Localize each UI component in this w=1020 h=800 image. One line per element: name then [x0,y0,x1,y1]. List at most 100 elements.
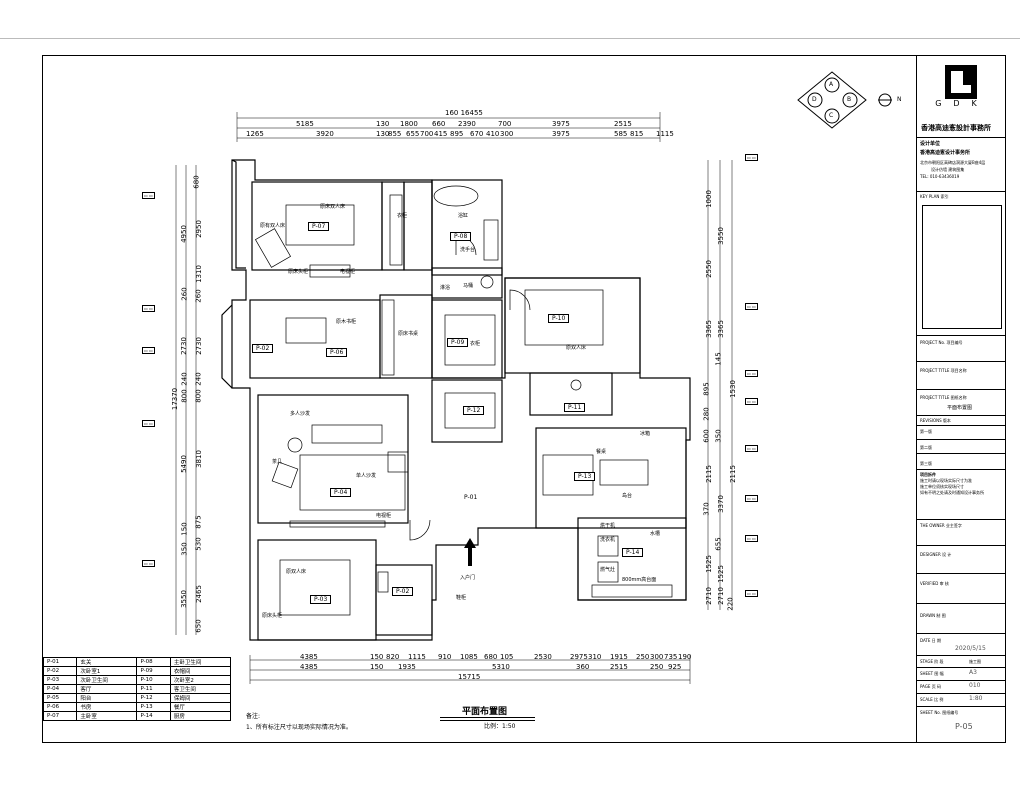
drawing-title: 平面布置图 [462,707,508,717]
dim-right-in-2: 3365 [704,320,713,338]
dim-left-in-3: 1310 [194,265,203,283]
note-washer: 洗衣机 [600,537,616,543]
firm-name: 香港高迪愙設計事務所 [921,124,991,132]
dim-bottom2-6: 2515 [610,663,628,671]
dim-left-in-8: 3810 [194,450,203,468]
dim-left-in-9: 875 [194,515,203,529]
dim-right-10: 2710 [716,587,725,605]
dim-left-8: 350 [180,542,189,556]
dim-top2-12: 3975 [552,130,570,138]
dim-bottom-3: 820 [386,653,400,661]
note-desk3: 原床头柜 [262,613,283,619]
dim-right-in-3: 895 [702,382,711,396]
notes-title: 备注: [246,713,261,720]
tb-note-3: 如有不明之处请及时通知设计事务所 [920,490,984,495]
dim-bottom-13: 250 [636,653,650,661]
dim-right-5: 1530 [728,380,737,398]
note-bathtub: 浴缸 [458,213,469,219]
dim-left-in-6: 240 [194,372,203,386]
dim-left-in-1: 680 [192,175,201,189]
dim-bottom-2: 150 [370,653,384,661]
dim-right-3: 3365 [716,320,725,338]
note-single-sofa: 单人沙发 [356,473,377,479]
note-master-bed: 原床双人床 [320,204,346,210]
revision-3: 第三版 [920,461,932,466]
drawing-sheet-border [42,55,1006,743]
note-shower: 淋浴 [440,285,451,291]
note-hall-bed: 原有双人床 [260,223,286,229]
note-head: 原床头柜 [288,269,309,275]
dim-left-9: 3550 [179,590,188,608]
dim-top2-15: 1115 [656,130,674,138]
room-tag-p14: P-14 [622,548,644,557]
dim-bottom-5: 910 [438,653,452,661]
note-tv-cab: 电视柜 [376,513,392,519]
dim-bottom2-7: 250 [650,663,664,671]
level-tag-7: ▭ ▭ [745,303,758,310]
note-toilet: 马桶 [463,283,474,289]
dim-top-1: 5185 [296,120,314,128]
room-tag-p03: P-03 [310,595,332,604]
dim-bottom2-4: 5310 [492,663,510,671]
note-bed2: 原双人床 [566,345,587,351]
designer-label: DESIGNER 设 计 [920,552,952,557]
stage-value: 施工图 [969,659,981,664]
dim-right-in-6: 350 [714,429,723,443]
firm-address-2: 设计仿墙 建筑图集 [931,167,965,172]
scale-title-label: SCALE 比 例 [920,697,944,702]
note-basin: 洗手台 [460,247,476,253]
verified-label: VERIFIED 审 核 [920,581,949,586]
dim-left-2: 260 [180,287,189,301]
page-value: 010 [969,682,981,689]
dim-left-in-5: 2730 [194,337,203,355]
level-tag-8: ▭ ▭ [745,370,758,377]
dim-right-9: 1525 [716,565,725,583]
dim-top-3: 1800 [400,120,418,128]
compass-b: B [847,96,852,103]
note-gas: 燃气灶 [600,567,616,573]
dim-right-8: 655 [714,537,723,551]
dim-left-in-11: 2465 [194,585,203,603]
date-value: 2020/5/15 [955,645,986,652]
dim-top2-5: 655 [406,130,420,138]
dim-bottom-9: 2530 [534,653,552,661]
level-tag-13: ▭ ▭ [745,590,758,597]
scale-label: 比例：1:50 [484,723,516,730]
tb-note-2: 施工单位须核实现场尺寸 [920,484,964,489]
dim-left-in-10: 530 [194,537,203,551]
note-study-shelf: 原床书桌 [398,331,419,337]
dim-top-8: 2515 [614,120,632,128]
dim-left-5: 800 [180,389,189,403]
dim-right-11: 220 [726,597,735,611]
keyplan-box [922,205,1002,329]
dim-bottom2-8: 925 [668,663,682,671]
compass-a: A [829,81,834,88]
dim-left-6: 5490 [179,455,188,473]
dim-bottom-15: 735 [664,653,678,661]
compass-c: C [829,112,834,119]
dim-top2-1: 1265 [246,130,264,138]
note-dryer: 烘干机 [600,523,616,529]
dim-top2-3: 130 [376,130,390,138]
room-tag-p04: P-04 [330,488,352,497]
dim-left-in-4: 260 [194,289,203,303]
sheet-no-label: SHEET No. 图纸编号 [920,710,959,715]
dim-left-total: 17370 [171,387,180,411]
project-no-label: PROJECT No. 项目编号 [920,340,963,345]
dim-bottom2-3: 1935 [398,663,416,671]
sheet-size-label: SHEET 图 幅 [920,671,944,676]
dim-top2-11: 300 [500,130,514,138]
firm-name-2: 香港高迪愙设计事务所 [920,150,971,156]
owner-label: THE OWNER 业主签字 [920,523,962,528]
dim-right-4: 145 [714,352,723,366]
dim-right-in-1: 2550 [704,260,713,278]
level-tag-3: ▭ ▭ [142,347,155,354]
dim-top2-7: 415 [434,130,448,138]
dim-top2-2: 3920 [316,130,334,138]
dim-left-1: 4950 [179,225,188,243]
dim-bottom-14: 300 [650,653,664,661]
sheet-size-value: A3 [969,669,977,676]
